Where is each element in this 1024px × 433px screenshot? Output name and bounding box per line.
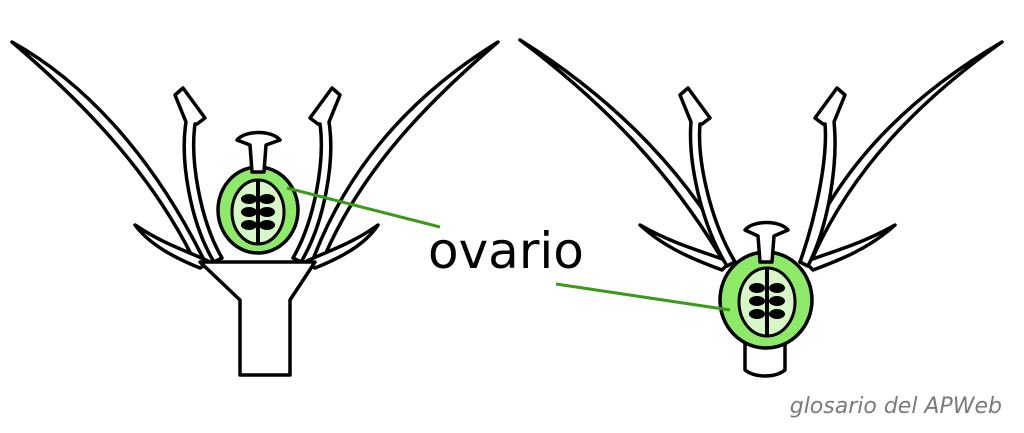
ovules	[749, 283, 785, 319]
stamen-right	[798, 86, 847, 268]
ovary-label: ovario	[428, 222, 584, 280]
stamen-left	[678, 86, 737, 268]
receptacle	[198, 260, 317, 377]
ovules	[241, 194, 275, 230]
leader-line-left	[286, 186, 441, 229]
flower-inferior-ovary	[518, 38, 1004, 378]
credit-text: glosario del APWeb	[789, 394, 1002, 419]
petal-left	[10, 40, 207, 264]
stamen-right	[291, 86, 342, 264]
style	[235, 130, 282, 174]
style	[743, 220, 790, 264]
flower-superior-ovary	[10, 40, 500, 377]
leader-line-right	[555, 282, 731, 312]
stamen-left	[173, 86, 224, 264]
